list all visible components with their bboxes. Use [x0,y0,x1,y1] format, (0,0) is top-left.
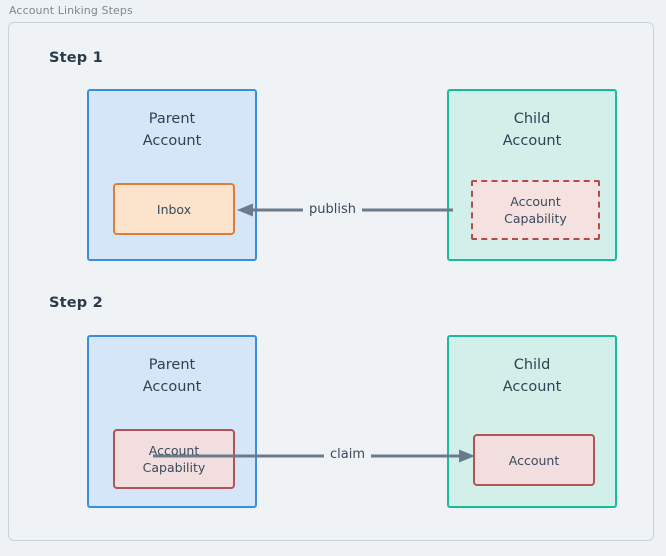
step-2-parent-account-title: Parent Account [142,357,202,395]
step-2-arrow-label: claim [324,447,372,463]
step-1-parent-account-box[interactable]: Parent Account Inbox [87,89,257,261]
step-1-label: Step 1 [49,50,103,66]
step-1-arrow-label: publish [303,202,362,218]
step-2-child-account-box[interactable]: Child Account Account [447,335,617,508]
step-1-inbox-box[interactable]: Inbox [113,183,235,235]
step-1-child-account-box[interactable]: Child Account Account Capability [447,89,617,261]
step-2-account-box[interactable]: Account [473,434,595,486]
diagram-frame: Step 1 Parent Account Inbox Child Accoun… [8,22,654,541]
step-2-parent-account-box[interactable]: Parent Account Account Capability [87,335,257,508]
step-2-child-account-title: Child Account [502,357,562,395]
step-1-account-capability-box[interactable]: Account Capability [471,180,600,240]
step-1-child-account-title: Child Account [502,111,562,149]
step-1-parent-account-title: Parent Account [142,111,202,149]
diagram-title: Account Linking Steps [9,4,133,17]
step-2-account-capability-box[interactable]: Account Capability [113,429,235,489]
step-2-label: Step 2 [49,295,103,311]
step-2-claim-arrow [153,449,475,463]
